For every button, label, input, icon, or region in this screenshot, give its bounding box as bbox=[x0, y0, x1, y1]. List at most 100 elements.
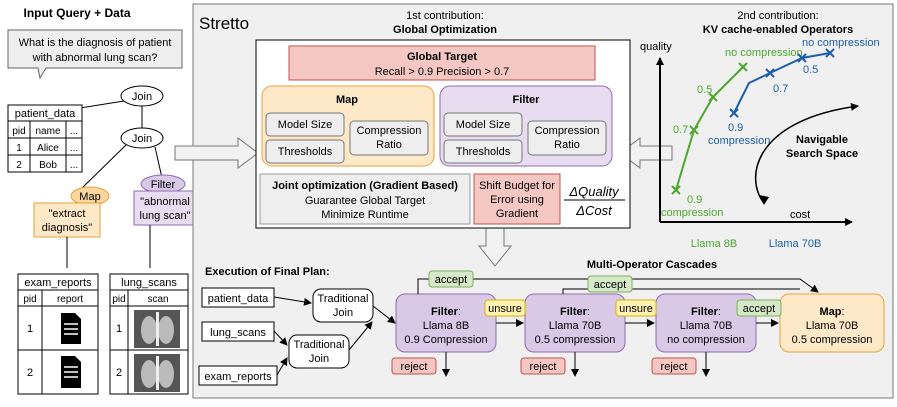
stretto-title: Stretto bbox=[199, 14, 249, 33]
table-header: pid bbox=[23, 294, 36, 305]
shift-line3: Gradient bbox=[496, 208, 538, 220]
unsure-chip-2 bbox=[615, 299, 657, 317]
contrib2-line2: KV cache-enabled Operators bbox=[703, 24, 853, 36]
llama-8b-series-name: Llama 8B bbox=[691, 238, 737, 250]
70b-no-compression-label: no compression bbox=[802, 37, 880, 49]
join-label-line2: Join bbox=[309, 353, 329, 365]
query-bubble bbox=[7, 29, 183, 80]
joint-optimization-title: Joint optimization (Gradient Based) bbox=[272, 180, 458, 192]
accept-label: accept bbox=[594, 279, 626, 291]
70b-07-label: 0.7 bbox=[773, 83, 788, 95]
table-cell: Alice bbox=[37, 143, 59, 154]
table-cell: 1 bbox=[16, 143, 22, 154]
xray-image-icon bbox=[134, 354, 180, 392]
exam-table-name: exam_reports bbox=[24, 277, 92, 289]
filter-model-size-label: Model Size bbox=[456, 119, 510, 131]
map-prompt-line1: "extract bbox=[49, 208, 86, 220]
llama-70b-series-name: Llama 70B bbox=[769, 238, 822, 250]
reject-chip-3 bbox=[651, 357, 697, 375]
shift-line2: Error using bbox=[490, 194, 544, 206]
map-word: Map bbox=[819, 306, 841, 318]
filter-3-model: Llama 70B bbox=[680, 320, 733, 332]
input-to-optimizer-arrow bbox=[174, 137, 259, 169]
filter-3-compression: no compression bbox=[667, 334, 745, 346]
70b-compression-label: compression bbox=[708, 135, 770, 147]
filter-word: Filter bbox=[431, 306, 459, 318]
plan-input-label: lung_scans bbox=[210, 327, 266, 339]
cascade-title: Multi-Operator Cascades bbox=[587, 259, 717, 271]
map-prompt-box bbox=[33, 202, 101, 238]
lung-scans-table: lung_scans pid scan 1 2 bbox=[109, 273, 189, 395]
table-cell: 1 bbox=[116, 323, 122, 335]
table-header: pid bbox=[112, 294, 125, 305]
navigable-arrow-tail bbox=[759, 195, 769, 205]
llama-70b-points bbox=[729, 48, 835, 118]
map-compression-line2: Ratio bbox=[376, 139, 402, 151]
input-panel: Input Query + Data What is the diagnosis… bbox=[7, 6, 197, 395]
traditional-join-top bbox=[312, 288, 374, 323]
reject-label: reject bbox=[661, 361, 688, 373]
accept-chip-1 bbox=[428, 270, 474, 288]
shift-budget-box bbox=[473, 173, 561, 225]
plan-input-exam-reports bbox=[198, 365, 278, 386]
join-label-line1: Traditional bbox=[294, 339, 345, 351]
accept-chip-3 bbox=[736, 299, 782, 317]
filter-1-compression: 0.9 Compression bbox=[404, 334, 487, 346]
contrib1-line2: Global Optimization bbox=[393, 24, 497, 36]
edge bbox=[273, 296, 312, 306]
filter-params-title: Filter bbox=[513, 94, 541, 106]
filter-word: Filter bbox=[560, 306, 588, 318]
join-label-line1: Traditional bbox=[318, 293, 369, 305]
accept-label: accept bbox=[743, 303, 775, 315]
table-cell: ... bbox=[70, 143, 78, 154]
map-thresholds-label: Thresholds bbox=[278, 146, 333, 158]
top-join-label: Join bbox=[132, 91, 152, 103]
filter-1-title: Filter: bbox=[431, 306, 461, 318]
map-model: Llama 70B bbox=[806, 320, 859, 332]
patient-data-table: patient_data pid name ... 1 Alice ... 2 … bbox=[7, 104, 83, 173]
plan-input-label: exam_reports bbox=[204, 371, 272, 383]
global-target-text: Recall > 0.9 Precision > 0.7 bbox=[375, 66, 510, 78]
join-label-line2: Join bbox=[333, 307, 353, 319]
left-filter-label: Filter bbox=[151, 179, 176, 191]
llama-8b-points bbox=[671, 62, 748, 195]
lung-table-name: lung_scans bbox=[121, 277, 177, 289]
8b-05-label: 0.5 bbox=[697, 84, 712, 96]
filter-compression-line1: Compression bbox=[535, 125, 600, 137]
document-icon bbox=[61, 313, 81, 344]
filter-2-title: Filter: bbox=[560, 306, 590, 318]
unsure-chip-1 bbox=[484, 299, 526, 317]
table-cell: 2 bbox=[27, 367, 33, 379]
map-thresholds-chip bbox=[265, 139, 345, 164]
contrib1-line1: 1st contribution: bbox=[406, 10, 484, 22]
filter-2-compression: 0.5 compression bbox=[535, 334, 616, 346]
contrib2-line1: 2nd contribution: bbox=[737, 10, 818, 22]
accept-edge-2 bbox=[562, 288, 800, 294]
patient-table-name: patient_data bbox=[15, 108, 76, 120]
filter-thresholds-label: Thresholds bbox=[456, 146, 511, 158]
filter-prompt-line2: lung scan" bbox=[140, 210, 191, 222]
join-to-map-edge bbox=[79, 144, 127, 191]
navigable-arrow bbox=[754, 102, 859, 204]
table-cell: 1 bbox=[27, 323, 33, 335]
edge bbox=[276, 357, 288, 376]
map-compression: 0.5 compression bbox=[792, 334, 873, 346]
join-to-patient-edge bbox=[79, 100, 125, 109]
shift-line1: Shift Budget for bbox=[479, 180, 555, 192]
joint-optimization-box bbox=[259, 173, 471, 225]
navigable-line2: Search Space bbox=[786, 148, 858, 160]
query-text-line2: with abnormal lung scan? bbox=[32, 52, 158, 64]
accept-label: accept bbox=[435, 274, 467, 286]
filter-3-title: Filter: bbox=[691, 306, 721, 318]
8b-compression-label: compression bbox=[661, 207, 723, 219]
table-header: ... bbox=[70, 126, 78, 137]
70b-05-label: 0.5 bbox=[803, 64, 818, 76]
delta-cost: ΔCost bbox=[575, 203, 613, 218]
cost-axis-label: cost bbox=[790, 209, 810, 221]
global-target-title: Global Target bbox=[407, 51, 477, 63]
quality-axis-label: quality bbox=[640, 41, 672, 53]
navigable-line1: Navigable bbox=[796, 134, 848, 146]
filter-compression-line2: Ratio bbox=[554, 139, 580, 151]
table-cell: ... bbox=[70, 160, 78, 171]
70b-09-label: 0.9 bbox=[728, 122, 743, 134]
